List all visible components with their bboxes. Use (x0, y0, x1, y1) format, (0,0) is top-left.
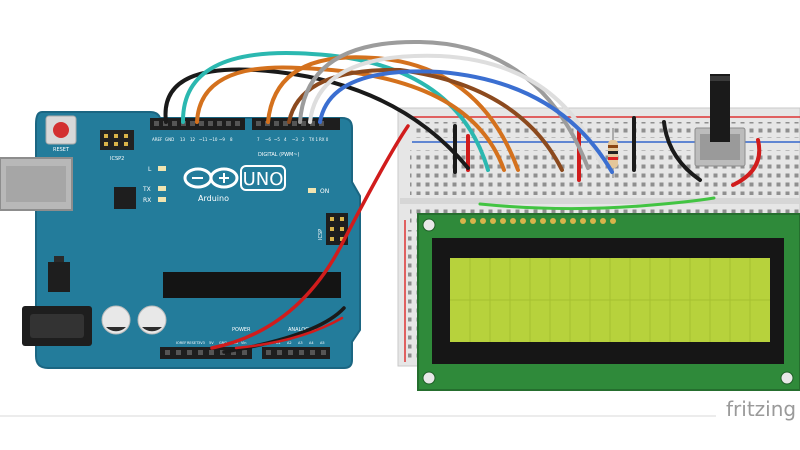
icsp2-pins (104, 134, 128, 146)
board-name: UNO (243, 169, 284, 190)
analog-header (262, 347, 330, 359)
power-pin-vin: Vin (241, 341, 247, 345)
icsp-label: ICSP (318, 229, 324, 240)
digital-pin-13: 13 (180, 137, 186, 142)
digital-pin-3: ~3 (292, 137, 298, 142)
analog-pin-a1: A1 (276, 341, 281, 345)
power-jack-inner (30, 314, 84, 338)
watermark-text: fritzing (726, 397, 796, 421)
power-pin-5v: 5V (209, 341, 214, 345)
power-pin-ioref: IOREF (176, 341, 186, 345)
led-on (308, 188, 316, 193)
lcd-character-grid (450, 258, 770, 342)
digital-pin-0: RX 0 (319, 137, 329, 142)
fritzing-logo: fritzing (0, 397, 796, 421)
potentiometer (694, 74, 746, 167)
resistor-band-1 (608, 145, 618, 148)
icsp-pins (330, 217, 344, 241)
center-channel (400, 198, 800, 204)
gnd-label: GND (165, 137, 174, 142)
led-rx-label: RX (143, 197, 151, 204)
analog-pin-a4: A4 (309, 341, 314, 345)
wire-white (308, 53, 604, 168)
resistor-band-3 (608, 157, 618, 160)
led-l (158, 166, 166, 171)
arduino-logo-icon (183, 167, 239, 189)
analog-pin-a3: A3 (298, 341, 303, 345)
uno-badge (240, 165, 286, 191)
lcd-module (417, 213, 800, 391)
resistor-band-2 (608, 151, 618, 154)
digital-pin-12: 12 (190, 137, 196, 142)
usb-chip (114, 187, 136, 209)
digital-pin-2: 2 (302, 137, 305, 142)
led-rx (158, 197, 166, 202)
potentiometer-shaft (710, 74, 730, 142)
digital-pin-4: 4 (284, 137, 287, 142)
wires (163, 39, 762, 354)
digital-pin-6: ~6 (265, 137, 271, 142)
capacitor-1-band (106, 327, 126, 332)
digital-pin-10: ~10 (209, 137, 218, 142)
digital-label: DIGITAL (PWM~) (258, 152, 300, 158)
potentiometer-shaft-top (710, 76, 730, 81)
digital-header-holes (154, 121, 324, 126)
usb-port-inner (6, 166, 66, 202)
aref-label: AREF (152, 137, 163, 142)
analog-label: ANALOG IN (288, 327, 316, 333)
arduino-pcb (35, 111, 361, 369)
wire-black-gnd (163, 67, 470, 170)
digital-pin-9: ~9 (219, 137, 225, 142)
led-on-label: ON (320, 188, 329, 195)
power-analog-holes (165, 350, 326, 355)
lcd-mount-hole-bl (422, 371, 436, 385)
digital-pin-5: ~5 (274, 137, 280, 142)
wire-orange-2 (266, 55, 520, 172)
reset-button (53, 122, 69, 138)
power-pin-3v3: 3V3 (198, 341, 205, 345)
wire-orange (195, 65, 506, 172)
led-tx (158, 186, 166, 191)
wire-gray (298, 39, 590, 170)
power-pin-reset: RESET (187, 341, 199, 345)
digital-pin-1: TX 1 (308, 137, 318, 142)
power-label: POWER (232, 327, 251, 333)
atmega-chip (163, 272, 341, 298)
reset-label: RESET (53, 147, 70, 153)
analog-pin-a2: A2 (287, 341, 292, 345)
brand-name: Arduino (198, 194, 229, 203)
lcd-mount-hole-br (780, 371, 794, 385)
voltage-regulator (48, 262, 70, 292)
voltage-regulator-tab (54, 256, 64, 262)
wire-blue (318, 69, 614, 174)
wire-pot-gnd (662, 120, 702, 182)
wire-red-aux (234, 316, 344, 350)
icsp2-label: ICSP2 (110, 156, 124, 162)
power-pin-gnd-1: GND (219, 341, 227, 345)
wire-cyan (180, 51, 490, 172)
wire-green (478, 196, 716, 211)
rail-holes-left (408, 230, 418, 360)
wire-pot-vcc (731, 138, 762, 187)
icsp2-header (100, 130, 134, 150)
resistor (608, 128, 618, 178)
wire-red-5v (210, 124, 410, 350)
digital-pin-11: ~11 (199, 137, 208, 142)
led-tx-label: TX (142, 186, 151, 193)
analog-pin-a5: A5 (320, 341, 325, 345)
led-l-label: L (148, 166, 152, 173)
lcd-mount-hole-tl (422, 218, 436, 232)
digital-pin-7: 7 (257, 137, 260, 142)
capacitor-2-band (142, 327, 162, 332)
digital-pin-8: 8 (230, 137, 233, 142)
lcd-header-pins (460, 218, 616, 224)
